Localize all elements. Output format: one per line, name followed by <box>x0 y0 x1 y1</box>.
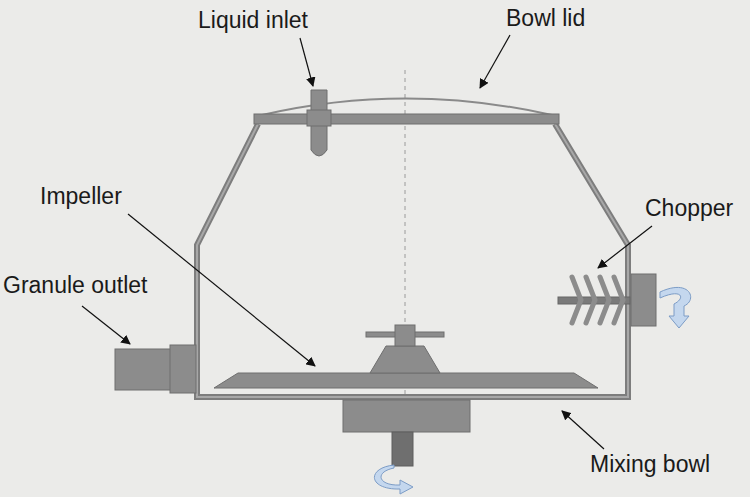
chopper-blade <box>614 277 623 323</box>
leader-line <box>300 38 313 86</box>
chopper-motor <box>631 274 656 326</box>
leader-line <box>82 306 130 344</box>
granule-outlet-pipe <box>115 349 171 390</box>
lid-dome <box>262 99 552 116</box>
chopper-blade <box>586 277 595 323</box>
rotation-arrow <box>660 287 691 328</box>
leader-line <box>562 411 604 449</box>
part-label: Impeller <box>40 183 122 211</box>
chopper-blades <box>572 277 623 323</box>
chopper-blade <box>600 277 609 323</box>
rotation-arrow <box>374 465 413 494</box>
part-label: Bowl lid <box>506 5 585 33</box>
part-label: Mixing bowl <box>590 451 710 479</box>
impeller-hub <box>370 346 440 373</box>
impeller-shaft <box>392 432 413 466</box>
part-label: Granule outlet <box>3 272 147 300</box>
part-label: Liquid inlet <box>198 7 308 35</box>
impeller-drive <box>343 400 470 432</box>
part-label: Chopper <box>645 195 733 223</box>
leader-line <box>480 35 510 88</box>
leader-line <box>598 226 652 268</box>
impeller-nut <box>395 325 415 346</box>
lid-plate <box>254 114 559 124</box>
mixing-bowl-wall-inner <box>197 124 628 397</box>
granule-outlet-flange <box>170 345 196 393</box>
leader-lines <box>82 35 652 449</box>
mixing-bowl-wall <box>197 124 628 397</box>
chopper-blade <box>572 277 581 323</box>
impeller-plate <box>214 373 598 388</box>
leader-line <box>128 214 315 366</box>
liquid-inlet-collar <box>307 110 331 126</box>
